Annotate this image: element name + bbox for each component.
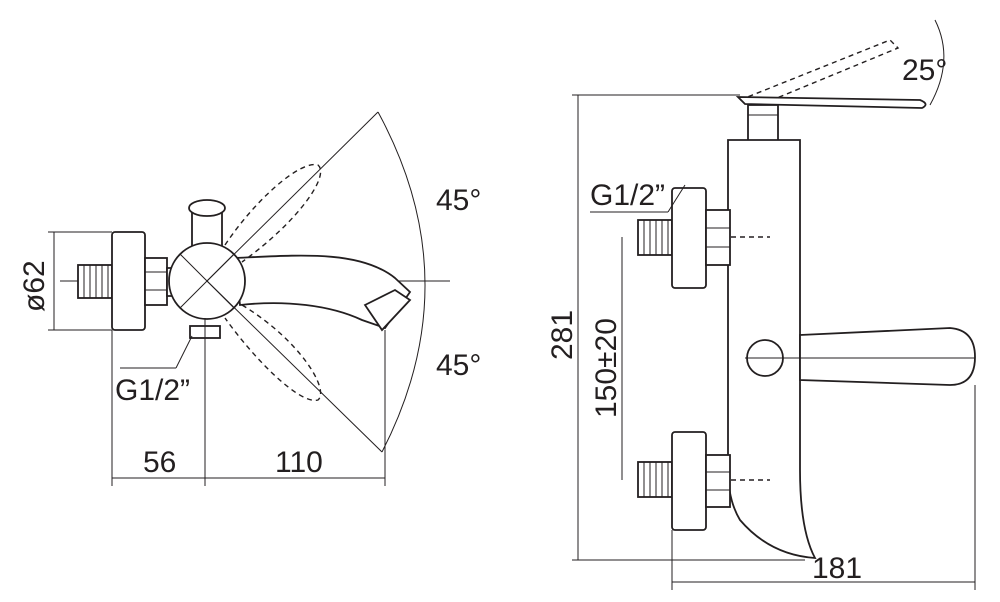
diverter-knob	[188, 199, 226, 217]
angle-lower-label: 45°	[436, 349, 481, 382]
inlet-thread	[77, 264, 113, 299]
diameter-label: ø62	[18, 260, 51, 312]
front-view: 281 25° G1/2” 150±20	[546, 19, 976, 590]
swing-arc	[377, 111, 426, 453]
front-thread-label: G1/2”	[590, 179, 665, 212]
cartridge	[747, 104, 779, 142]
side-view: ø62 45° 45° G1/2”	[18, 111, 481, 486]
spout	[234, 254, 412, 330]
lower-inlet-thread	[637, 461, 673, 498]
handle-upper-position	[224, 163, 322, 263]
lever-raised-position	[739, 39, 900, 106]
dim-281-label: 281	[546, 310, 579, 360]
dim-181-label: 181	[812, 552, 862, 585]
upper-nut	[705, 209, 731, 266]
lower-nut	[705, 454, 731, 508]
upper-inlet-thread	[637, 219, 673, 256]
hex-nut	[144, 257, 168, 306]
side-thread-label: G1/2”	[115, 374, 190, 407]
dim-150-label: 150±20	[590, 318, 623, 418]
handle-lower-position	[224, 304, 322, 401]
lever-angle-label: 25°	[902, 54, 947, 87]
spout-handle	[799, 327, 976, 386]
top-lever	[735, 96, 927, 109]
dim-56-label: 56	[143, 446, 176, 479]
lower-flange	[671, 431, 707, 531]
dim-110-label: 110	[275, 446, 323, 479]
aerator	[363, 288, 412, 332]
lever-angle-arc	[929, 19, 945, 106]
angle-upper-label: 45°	[436, 184, 481, 217]
upper-flange	[671, 187, 707, 289]
wall-flange	[111, 231, 146, 331]
